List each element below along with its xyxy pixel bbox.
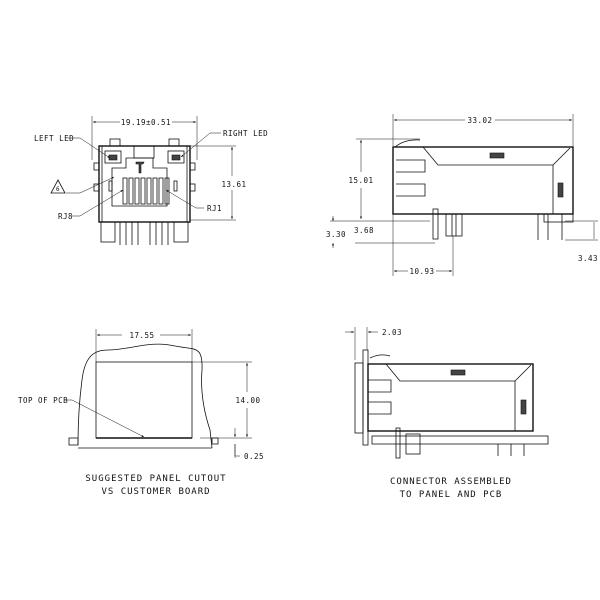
rj1-label: RJ1 <box>207 204 222 213</box>
front-to-post-dim: 10.93 <box>409 267 434 276</box>
assembled-caption-line1: CONNECTOR ASSEMBLED <box>390 477 512 487</box>
panel-dim: 2.03 <box>382 328 402 337</box>
right-led-label: RIGHT LED <box>223 129 268 138</box>
panel-cutout-view: 17.55 TOP OF PCB 14.00 0.25 SUGGESTED PA… <box>18 329 264 497</box>
pin-dim: 3.43 <box>578 254 598 263</box>
note-flag-number: 6 <box>56 186 60 193</box>
side-height-dim: 15.01 <box>348 176 373 185</box>
cutout-width-dim: 17.55 <box>129 331 154 340</box>
left-led-window <box>108 154 118 161</box>
side-length-dim: 33.02 <box>467 116 492 125</box>
right-led-window <box>171 154 181 161</box>
latch-t-icon <box>135 161 145 174</box>
left-led-label: LEFT LED <box>34 134 74 143</box>
assembled-caption-line2: TO PANEL AND PCB <box>400 490 503 500</box>
assembled-view: 2.03 CONNECTOR ASSEMBLED TO PANEL AND PC… <box>345 327 549 500</box>
side-view: 33.02 15.01 3.30 3.68 10.93 3.43 <box>326 114 598 276</box>
gap-dim: 0.25 <box>244 452 264 461</box>
cutout-caption-line2: VS CUSTOMER BOARD <box>101 487 210 497</box>
cutout-height-dim: 14.00 <box>235 396 260 405</box>
front-view: 19.19±0.51 <box>34 116 268 245</box>
front-height-dim: 13.61 <box>221 180 246 189</box>
front-width-dim: 19.19±0.51 <box>121 118 171 127</box>
rj8-label: RJ8 <box>58 212 73 221</box>
post-dim: 3.30 <box>326 230 346 239</box>
top-of-pcb-label: TOP OF PCB <box>18 396 68 405</box>
cutout-caption-line1: SUGGESTED PANEL CUTOUT <box>85 474 226 484</box>
offset-dim: 3.68 <box>354 226 374 235</box>
note-flag-triangle-icon <box>50 179 66 194</box>
